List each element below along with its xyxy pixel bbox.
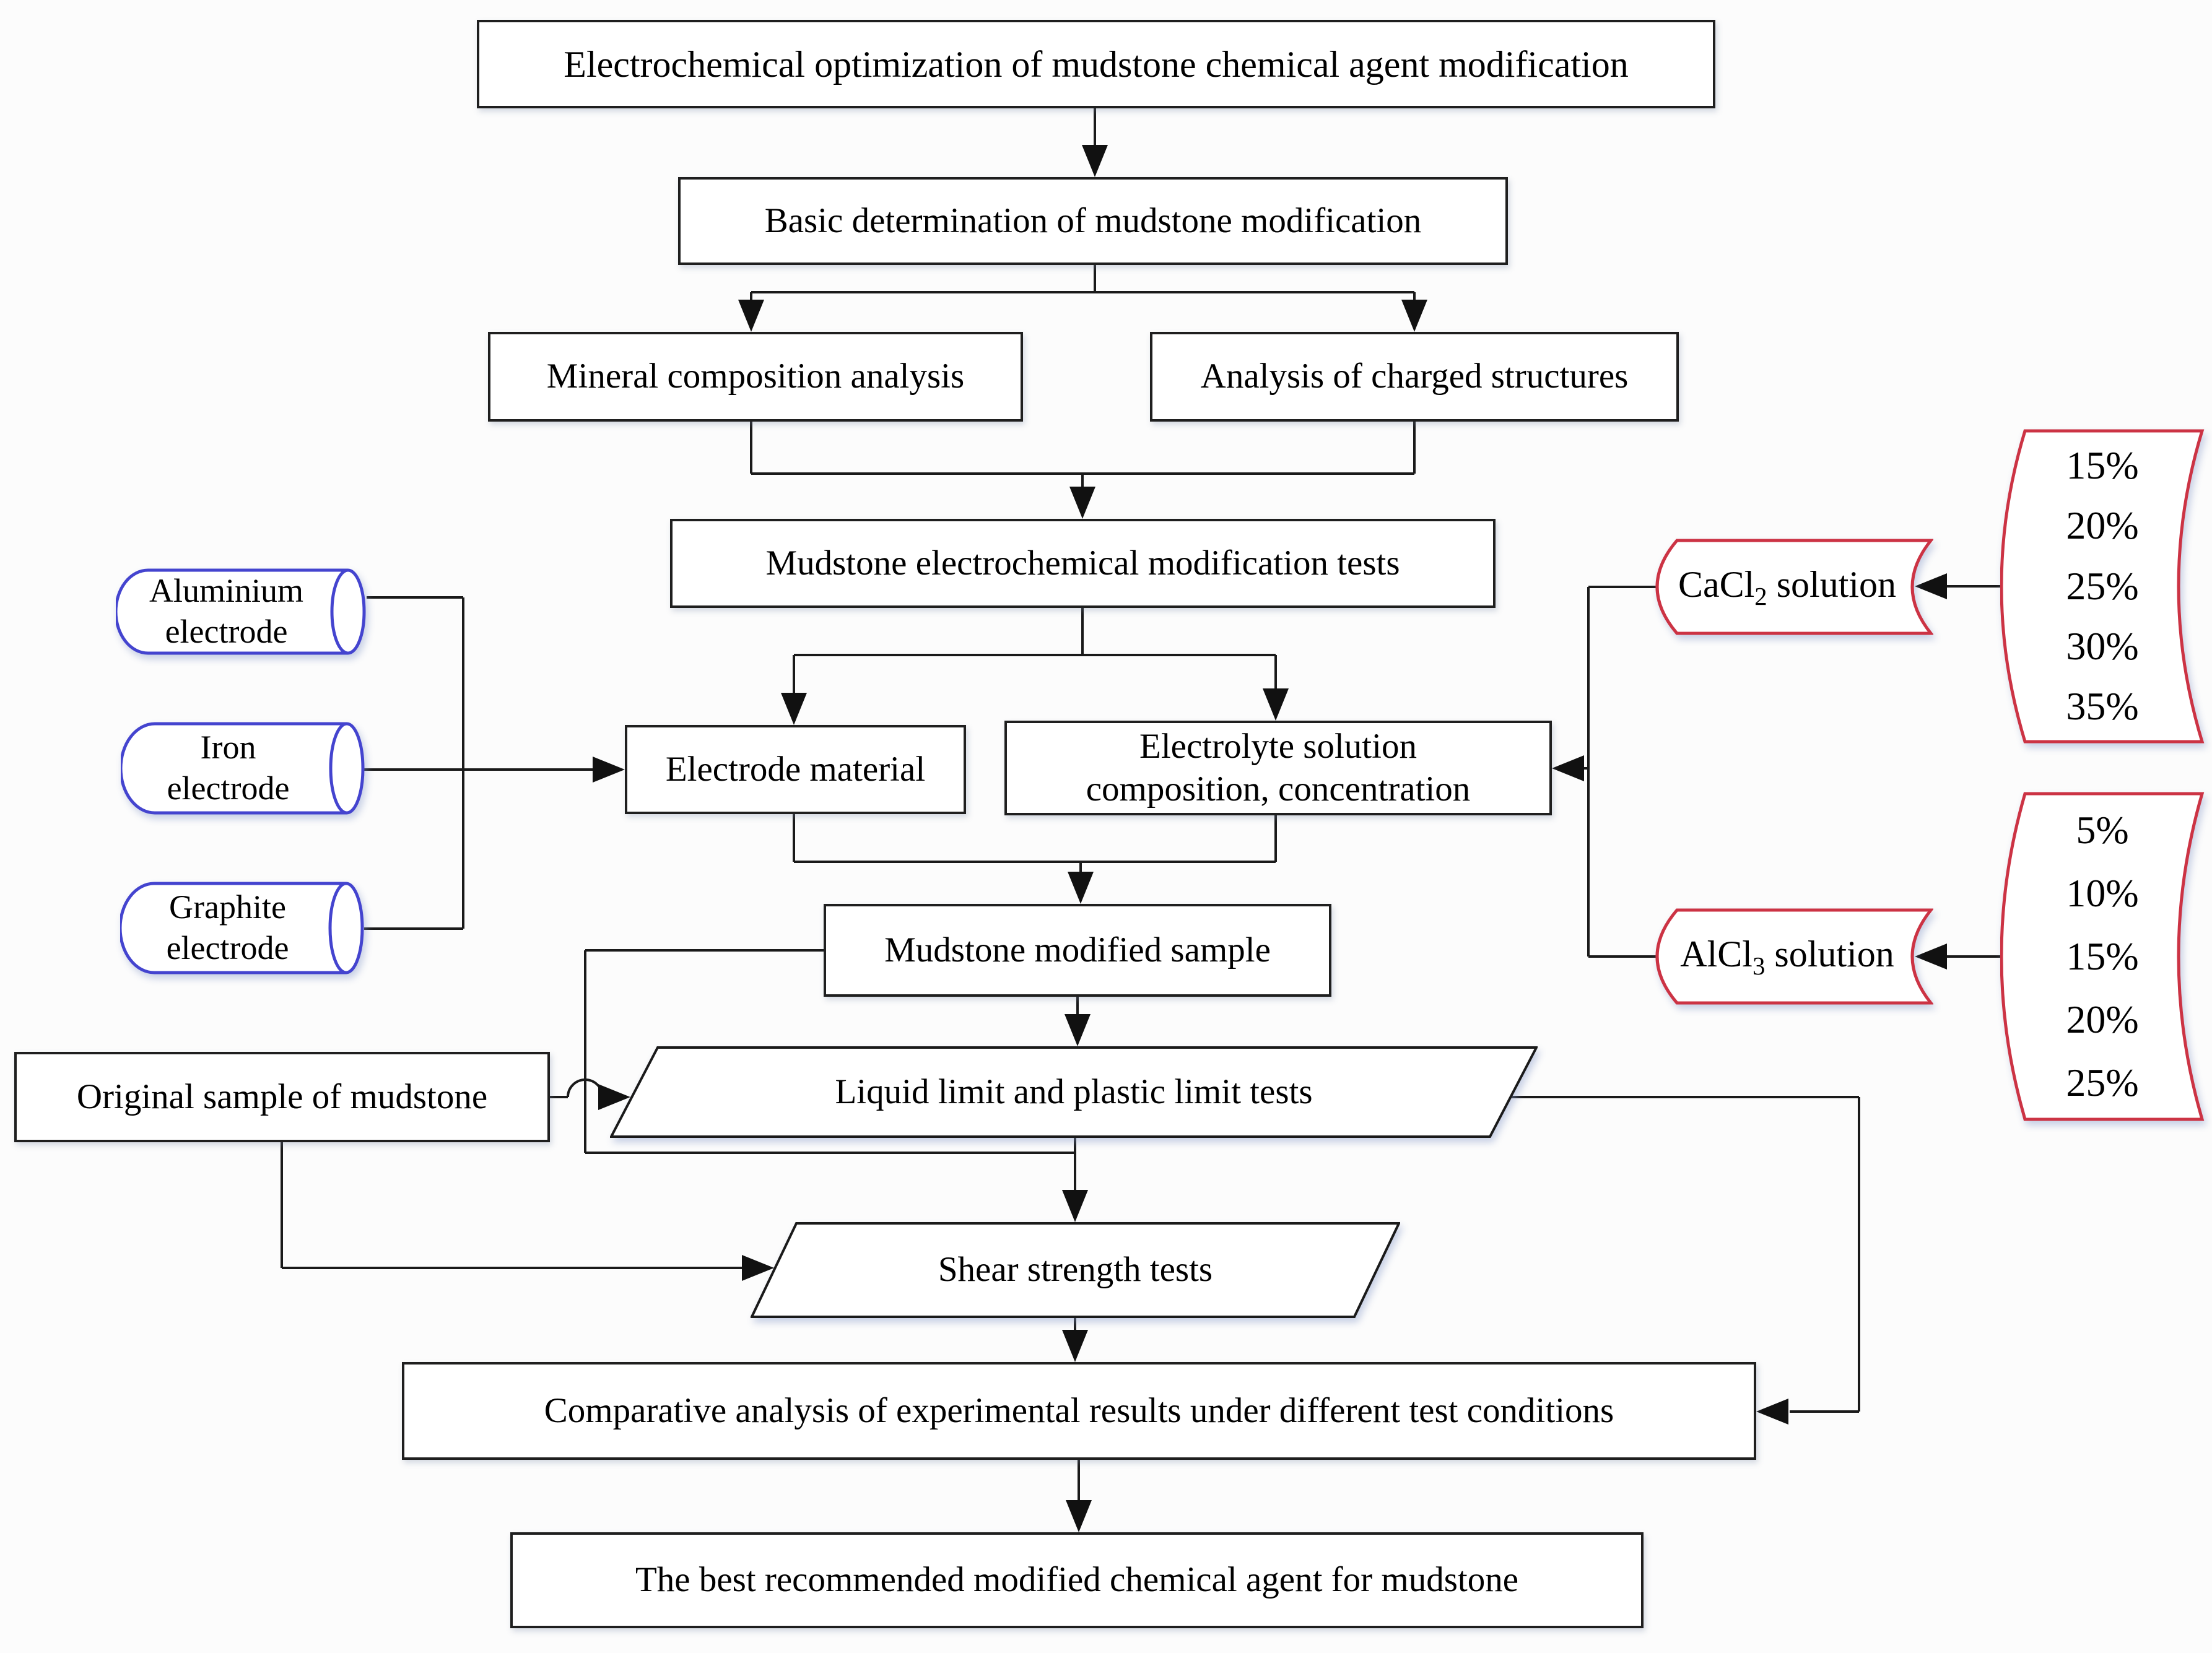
- node-modified-sample-label: Mudstone modified sample: [884, 930, 1271, 970]
- node-liquid-limit-tests: Liquid limit and plastic limit tests: [610, 1046, 1538, 1138]
- node-alcl3-concentrations: 5% 10% 15% 20% 25%: [2000, 791, 2205, 1122]
- node-title: Electrochemical optimization of mudstone…: [477, 20, 1715, 108]
- arrow-orig-into-liquid: [598, 1084, 630, 1110]
- arrow-into-basic: [1082, 145, 1108, 177]
- arrow-into-electrolyte-right: [1552, 755, 1584, 781]
- electrode-word: electrode: [166, 929, 289, 966]
- node-shear-label: Shear strength tests: [938, 1250, 1213, 1290]
- arrow-into-liquid-limit: [1065, 1014, 1091, 1046]
- node-liquid-limit-label: Liquid limit and plastic limit tests: [835, 1072, 1313, 1111]
- iron-electrode-label: Iron electrode: [167, 727, 320, 809]
- electrolyte-line2: composition, concentration: [1086, 769, 1471, 809]
- node-charged-structures: Analysis of charged structures: [1150, 332, 1679, 422]
- node-charged-label: Analysis of charged structures: [1200, 357, 1629, 396]
- node-alcl3-solution: AlCl3 solution: [1641, 908, 1933, 1005]
- node-iron-electrode: Iron electrode: [121, 722, 365, 815]
- node-aluminium-electrode: Aluminium electrode: [116, 568, 367, 655]
- stored-data-shape: [1655, 539, 1933, 635]
- arrow-into-tests: [1069, 487, 1095, 519]
- node-electrode-material: Electrode material: [625, 725, 966, 814]
- concentration-item: 25%: [2066, 1060, 2139, 1104]
- cacl2-concentration-list: 15% 20% 25% 30% 35%: [2000, 428, 2205, 744]
- concentration-item: 10%: [2066, 870, 2139, 915]
- formula-base: CaCl: [1678, 563, 1755, 605]
- electrolyte-line1: Electrolyte solution: [1139, 727, 1417, 766]
- node-shear-strength-tests: Shear strength tests: [751, 1222, 1400, 1318]
- electrode-word: electrode: [165, 613, 288, 650]
- node-electrode-material-label: Electrode material: [665, 749, 926, 789]
- formula-base: AlCl: [1680, 933, 1753, 974]
- electrode-name: Iron: [200, 729, 256, 766]
- alcl3-label: AlCl3 solution: [1680, 932, 1894, 982]
- cylinder-shape: [121, 722, 365, 815]
- concentration-item: 30%: [2066, 623, 2139, 668]
- concentration-item: 25%: [2066, 563, 2139, 608]
- node-cacl2-solution: CaCl2 solution: [1641, 538, 1933, 636]
- concentration-item: 20%: [2066, 503, 2139, 548]
- concentration-item: 15%: [2066, 934, 2139, 978]
- connector-lines: [281, 108, 2003, 1504]
- arrow-into-shear-left: [742, 1255, 774, 1281]
- arrow-into-alcl3: [1915, 944, 1947, 970]
- arrow-into-electrode-material: [781, 693, 807, 725]
- node-modified-sample: Mudstone modified sample: [824, 904, 1331, 997]
- node-best-recommendation: The best recommended modified chemical a…: [510, 1532, 1644, 1628]
- arrowheads: [593, 145, 1947, 1532]
- parallelogram-shape: [751, 1222, 1400, 1318]
- node-cacl2-concentrations: 15% 20% 25% 30% 35%: [2000, 428, 2205, 744]
- node-electrolyte-label: Electrolyte solution composition, concen…: [1075, 726, 1482, 810]
- node-modification-tests: Mudstone electrochemical modification te…: [670, 519, 1496, 608]
- arrow-into-modified-sample: [1068, 872, 1094, 904]
- formula-sub: 3: [1752, 952, 1766, 980]
- node-electrolyte-solution: Electrolyte solution composition, concen…: [1004, 721, 1552, 815]
- node-mineral-label: Mineral composition analysis: [546, 357, 965, 396]
- node-basic-determination: Basic determination of mudstone modifica…: [678, 177, 1508, 265]
- aluminium-electrode-label: Aluminium electrode: [149, 571, 333, 653]
- node-original-sample-label: Original sample of mudstone: [76, 1077, 488, 1116]
- node-mineral-analysis: Mineral composition analysis: [488, 332, 1023, 422]
- cacl2-label: CaCl2 solution: [1678, 562, 1896, 612]
- node-original-sample: Original sample of mudstone: [14, 1052, 550, 1142]
- formula-sub: 2: [1754, 582, 1767, 610]
- arrow-into-mineral: [738, 300, 764, 332]
- concentration-item: 20%: [2066, 997, 2139, 1041]
- arrow-into-best: [1066, 1500, 1092, 1532]
- stored-data-shape: [1655, 908, 1933, 1005]
- node-graphite-electrode: Graphite electrode: [120, 882, 365, 974]
- cylinder-shape: [120, 882, 364, 974]
- node-basic-label: Basic determination of mudstone modifica…: [764, 201, 1422, 240]
- arrow-into-comparative-top: [1062, 1330, 1088, 1362]
- curved-flag-shape: [2000, 792, 2205, 1121]
- arrow-into-shear-top: [1062, 1190, 1088, 1222]
- cylinder-shape: [116, 568, 366, 655]
- arrow-electrodes-into-material: [593, 757, 625, 783]
- electrode-name: Graphite: [169, 888, 286, 926]
- node-best-label: The best recommended modified chemical a…: [635, 1560, 1519, 1600]
- arrow-into-charged: [1401, 300, 1427, 332]
- alcl3-concentration-list: 5% 10% 15% 20% 25%: [2000, 791, 2205, 1122]
- concentration-item: 35%: [2066, 683, 2139, 728]
- node-tests-label: Mudstone electrochemical modification te…: [765, 543, 1400, 583]
- formula-suffix: solution: [1765, 933, 1894, 974]
- electrode-word: electrode: [167, 770, 290, 807]
- node-comparative-analysis: Comparative analysis of experimental res…: [402, 1362, 1756, 1460]
- node-title-label: Electrochemical optimization of mudstone…: [564, 43, 1629, 85]
- node-comparative-label: Comparative analysis of experimental res…: [544, 1391, 1614, 1430]
- concentration-item: 5%: [2076, 807, 2129, 852]
- parallelogram-shape: [610, 1046, 1538, 1138]
- graphite-electrode-label: Graphite electrode: [167, 887, 319, 969]
- curved-flag-shape: [2000, 429, 2205, 744]
- arrow-into-comparative-right: [1756, 1399, 1788, 1425]
- electrode-name: Aluminium: [149, 572, 303, 610]
- arrow-into-cacl2: [1915, 573, 1947, 599]
- concentration-item: 15%: [2066, 443, 2139, 488]
- formula-suffix: solution: [1767, 563, 1897, 605]
- arrow-into-electrolyte-top: [1263, 688, 1289, 721]
